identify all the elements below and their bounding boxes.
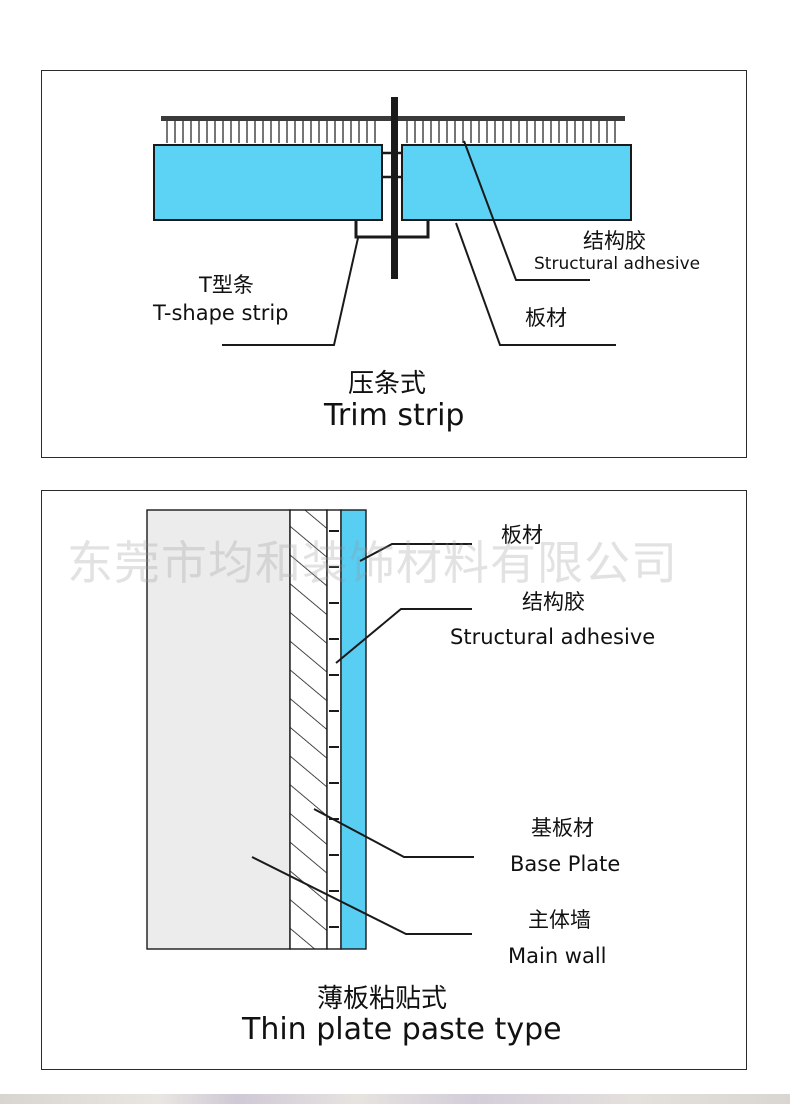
adhesive-label-en: Structural adhesive <box>450 625 656 649</box>
t-strip-vertical-bar <box>391 97 398 279</box>
t-strip-base <box>354 220 430 239</box>
adhesive-teeth <box>166 121 616 143</box>
thin-board <box>340 509 367 950</box>
panel2-title-zh: 薄板粘贴式 <box>317 984 448 1014</box>
t-strip-label-en: T-shape strip <box>153 301 289 325</box>
adhesive-label-en: Structural adhesive <box>534 254 701 274</box>
panel2-title-en: Thin plate paste type <box>242 1012 562 1047</box>
bottom-decorative-strip <box>0 1094 790 1104</box>
base-plate-label-en: Base Plate <box>510 852 621 876</box>
leader-board <box>455 222 616 346</box>
leader-t-strip <box>222 237 359 346</box>
adhesive-label-zh: 结构胶 <box>583 229 646 253</box>
t-strip-label-zh: T型条 <box>199 273 254 297</box>
thin-plate-diagram <box>146 509 474 950</box>
board-label-zh: 板材 <box>525 306 567 330</box>
leader-board <box>359 543 472 562</box>
main-wall <box>146 509 291 950</box>
leader-adhesive <box>463 140 590 281</box>
company-watermark: 东莞市均和装饰材料有限公司 <box>67 536 678 590</box>
leader-adhesive <box>335 608 472 664</box>
panel1-title-zh: 压条式 <box>348 369 427 399</box>
left-board-panel <box>153 144 383 221</box>
base-plate-label-zh: 基板材 <box>531 816 594 840</box>
right-board-panel <box>401 144 632 221</box>
base-plate-hatched <box>289 509 328 950</box>
trim-strip-diagram <box>153 97 632 346</box>
main-wall-label-zh: 主体墙 <box>528 908 591 932</box>
main-wall-label-en: Main wall <box>508 944 607 968</box>
board-label-zh: 板材 <box>501 523 543 547</box>
thin-plate-panel: 板材 结构胶 Structural adhesive 基板材 Base Plat… <box>41 490 747 1070</box>
panel1-title-en: Trim strip <box>324 398 465 433</box>
leader-main-wall <box>251 856 472 935</box>
leader-base-plate <box>313 808 474 858</box>
adhesive-label-zh: 结构胶 <box>522 590 585 614</box>
trim-strip-panel: 结构胶 Structural adhesive T型条 T-shape stri… <box>41 70 747 458</box>
